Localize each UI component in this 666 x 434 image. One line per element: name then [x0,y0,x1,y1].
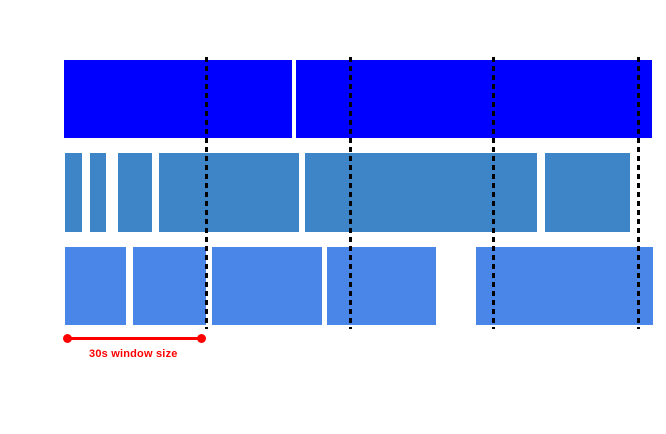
bar-segment [327,247,436,325]
timeline-row-1 [0,60,666,138]
checkpoint-dashed-line [492,57,495,329]
arrow-endpoint-dot [197,334,206,343]
bar-segment [305,153,537,232]
timeline-row-2 [0,153,666,232]
bar-segment [65,247,126,325]
arrow-endpoint-dot [63,334,72,343]
checkpoint-dashed-line [205,57,208,329]
bar-segment [476,247,653,325]
bar-segment [133,247,206,325]
bar-segment [545,153,630,232]
checkpoint-dashed-line [637,57,640,329]
window-size-arrow [67,337,201,340]
bar-segment [64,60,292,138]
bar-segment [296,60,652,138]
bar-segment [159,153,299,232]
timeline-row-3 [0,247,666,325]
bar-segment [65,153,82,232]
bar-segment [118,153,152,232]
bar-segment [212,247,322,325]
checkpoint-dashed-line [349,57,352,329]
window-size-label: 30s window size [89,348,178,360]
bar-segment [90,153,106,232]
